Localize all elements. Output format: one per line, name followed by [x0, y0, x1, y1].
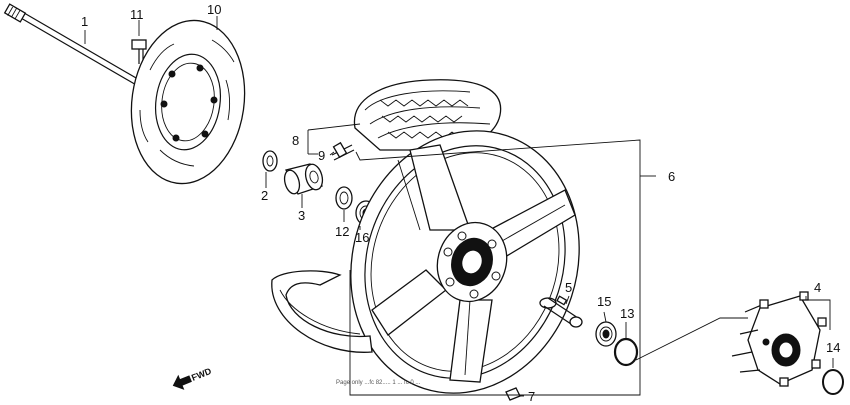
- cast-wheel-part: [350, 130, 580, 394]
- callout-13: 13: [620, 306, 634, 321]
- o-ring-part: [613, 337, 639, 367]
- callout-9: 9: [318, 148, 325, 163]
- wheel-spacer-part: [539, 295, 583, 328]
- callout-11: 11: [130, 7, 144, 22]
- side-collar-part: [262, 150, 278, 172]
- callout-7: 7: [528, 389, 535, 404]
- dust-seal-part: [335, 186, 353, 210]
- axle-part: [3, 3, 144, 87]
- footer-text: Page only ...fc 82..... 1 ... fc 0 ...: [336, 380, 421, 386]
- callout-5: 5: [565, 280, 572, 295]
- right-bearing-part: [595, 321, 617, 347]
- clip-part: [505, 387, 521, 401]
- circlip-part: [822, 369, 844, 395]
- callout-4: 4: [814, 280, 821, 295]
- callout-8: 8: [292, 133, 299, 148]
- callout-16: 16: [355, 230, 369, 245]
- tire-lower-part: [271, 270, 373, 353]
- callout-2: 2: [261, 188, 268, 203]
- fwd-arrow-icon: [172, 374, 192, 390]
- callout-1: 1: [81, 14, 88, 29]
- brake-disc-part: [130, 19, 246, 185]
- callout-12: 12: [335, 224, 349, 239]
- driven-flange-part: [731, 291, 827, 387]
- distance-collar-part: [283, 163, 324, 195]
- fwd-indicator: FWD: [172, 366, 213, 390]
- fwd-label: FWD: [190, 366, 213, 383]
- callout-10: 10: [207, 2, 221, 17]
- callout-labels: 1 11 10 8 9 2 3 12 16 6 5 15 13 4 14 7: [81, 2, 840, 404]
- callout-6: 6: [668, 169, 675, 184]
- callout-15: 15: [597, 294, 611, 309]
- callout-3: 3: [298, 208, 305, 223]
- leader-lines: [84, 16, 834, 397]
- valve-part: [331, 141, 355, 161]
- callout-14: 14: [826, 340, 840, 355]
